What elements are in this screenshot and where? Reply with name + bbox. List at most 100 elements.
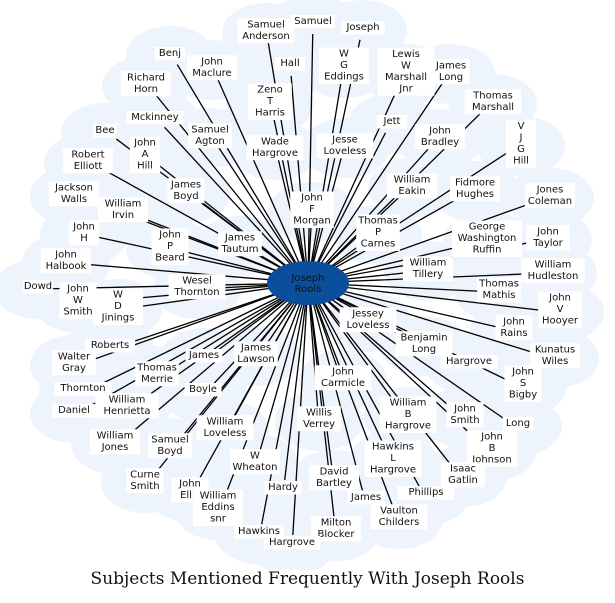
- edge: [154, 93, 309, 284]
- node-label-bg: [290, 191, 334, 228]
- node-label-bg: [135, 361, 179, 387]
- node-label-bg: [263, 536, 321, 550]
- node-label-bg: [167, 178, 205, 204]
- node-label-bg: [264, 481, 302, 495]
- node-label-bg: [414, 124, 466, 150]
- node: Bee: [93, 124, 117, 138]
- node-label-bg: [184, 383, 222, 397]
- node: Dowd: [22, 280, 54, 294]
- edge: [290, 75, 309, 284]
- node: Mckinney: [126, 111, 184, 125]
- node-label-bg: [504, 365, 542, 402]
- node-label-bg: [185, 349, 223, 363]
- edge: [267, 42, 309, 284]
- node-label: Hargrove: [269, 537, 315, 548]
- node-label-bg: [314, 365, 372, 391]
- node: Jett: [376, 115, 408, 129]
- edge: [217, 145, 309, 284]
- node-label-bg: [477, 277, 521, 303]
- node-label-bg: [538, 291, 582, 328]
- node-label-bg: [233, 525, 285, 539]
- node-label-bg: [246, 135, 304, 161]
- node-label-bg: [234, 341, 278, 367]
- edge: [164, 126, 309, 284]
- node-label-bg: [218, 231, 262, 257]
- node-label-bg: [248, 83, 292, 120]
- edge: [307, 33, 314, 284]
- node-label-bg: [316, 133, 374, 159]
- edge: [307, 282, 455, 470]
- node-label-bg: [376, 115, 408, 129]
- node-label-bg: [188, 123, 232, 149]
- edge: [307, 200, 538, 284]
- edge: [284, 282, 309, 481]
- node-label-bg: [192, 489, 244, 526]
- node-label: Samuel: [294, 16, 332, 27]
- node: Hargrove: [263, 536, 321, 550]
- edge: [85, 282, 309, 409]
- edge: [196, 282, 309, 484]
- node-label: Thornton: [59, 383, 105, 394]
- diagram-caption: Subjects Mentioned Frequently With Josep…: [90, 569, 525, 589]
- node-label-bg: [526, 225, 570, 251]
- node: Hardy: [264, 481, 302, 495]
- node-label-bg: [92, 288, 144, 325]
- node-label-bg: [386, 173, 438, 199]
- node: Roberts: [84, 339, 136, 353]
- edge: [307, 81, 444, 284]
- node-label-bg: [154, 47, 186, 61]
- node-label-bg: [505, 119, 537, 168]
- node-label-bg: [364, 440, 422, 477]
- node-label-bg: [432, 59, 470, 85]
- node-label-bg: [341, 21, 385, 35]
- node: Thornton: [54, 382, 112, 396]
- node-label-bg: [495, 315, 533, 341]
